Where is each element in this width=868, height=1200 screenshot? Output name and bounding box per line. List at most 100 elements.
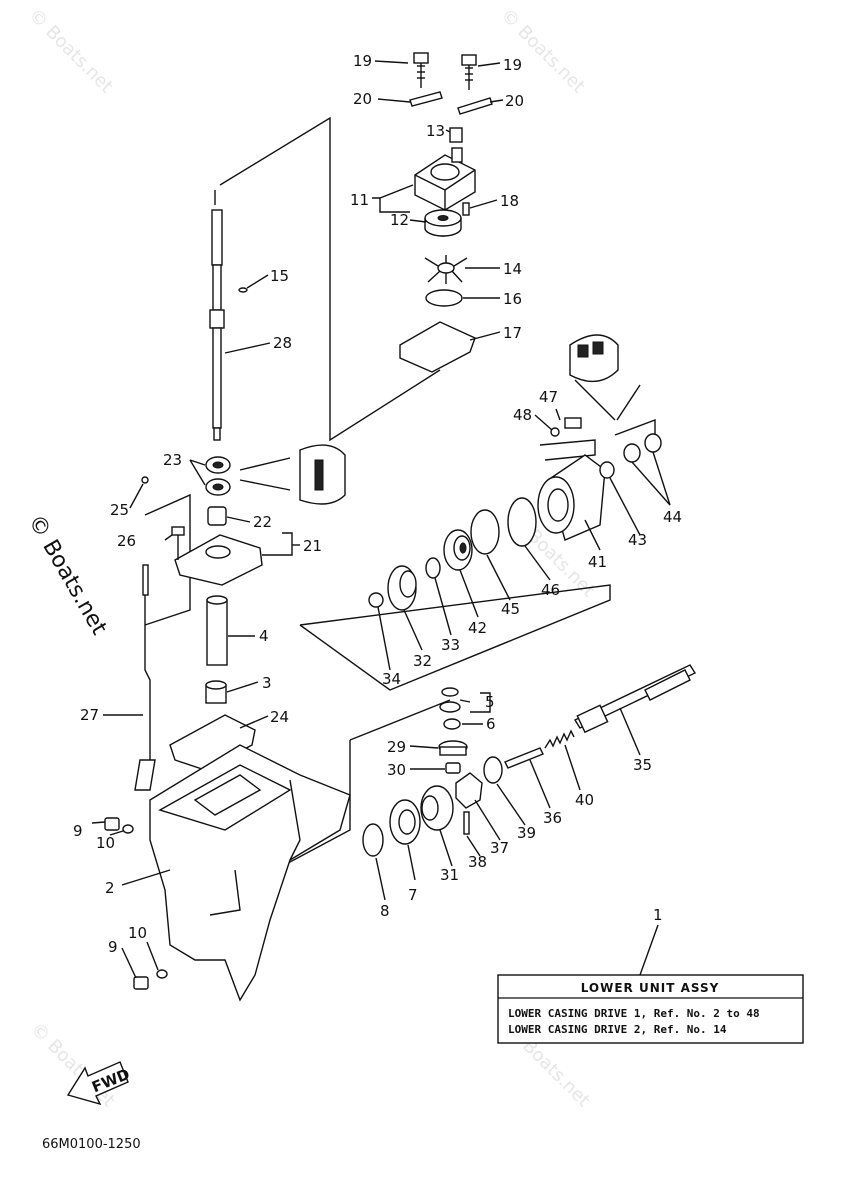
callout-39: 39 (517, 824, 536, 842)
callout-31: 31 (440, 866, 459, 884)
callout-46: 46 (541, 581, 560, 599)
callout-6: 6 (486, 715, 496, 733)
callout-35: 35 (633, 756, 652, 774)
bolt-9-lower (133, 976, 149, 990)
shift-rod-27 (134, 564, 156, 791)
bolt-19-left (413, 52, 429, 88)
callout-15: 15 (270, 267, 289, 285)
callout-9-upper: 9 (73, 822, 83, 840)
pin-38 (463, 811, 470, 835)
bolt-26 (171, 526, 185, 560)
callout-36: 36 (543, 809, 562, 827)
callout-10-upper: 10 (96, 834, 115, 852)
o-ring-45 (470, 509, 500, 555)
assembly-box-line-2: LOWER CASING DRIVE 2, Ref. No. 14 (508, 1023, 727, 1036)
pump-housing-11 (414, 147, 476, 211)
callout-44: 44 (663, 508, 682, 526)
callout-10-lower: 10 (128, 924, 147, 942)
circlip-34 (368, 592, 384, 608)
oil-seal-housing-21 (174, 534, 263, 586)
callout-13: 13 (426, 122, 445, 140)
part-25 (141, 476, 149, 484)
nut-30 (445, 762, 461, 774)
callout-labels: 1 2 3 4 5 6 7 8 9 10 9 10 11 12 13 14 15… (73, 52, 682, 956)
bolt-9-upper (104, 817, 120, 831)
bearing-detail-inset (239, 444, 346, 505)
shim-8 (362, 823, 384, 857)
washer-10-lower (156, 969, 168, 979)
assembly-box-line-1: LOWER CASING DRIVE 1, Ref. No. 2 to 48 (508, 1007, 760, 1020)
callout-9-lower: 9 (108, 938, 118, 956)
callout-22: 22 (253, 513, 272, 531)
o-ring-46 (507, 497, 537, 547)
callout-4: 4 (259, 627, 269, 645)
callout-34: 34 (382, 670, 401, 688)
bushing-3 (205, 680, 227, 704)
callout-45: 45 (501, 600, 520, 618)
callout-5: 5 (485, 693, 495, 711)
callout-20-left: 20 (353, 90, 372, 108)
ring-39 (483, 756, 503, 784)
screw-47 (564, 417, 582, 429)
washer-6 (443, 718, 461, 730)
callout-12: 12 (390, 211, 409, 229)
parts (104, 52, 697, 1002)
oil-seals-44 (623, 433, 662, 463)
assembly-box-title: LOWER UNIT ASSY (581, 981, 720, 995)
watermark-top-left: © Boats.net (24, 5, 116, 97)
spring-40 (544, 729, 575, 749)
callout-43: 43 (628, 531, 647, 549)
plate-20-right (457, 97, 493, 115)
sleeve-4 (206, 595, 228, 666)
watermark-bottom-left: © Boats.net (26, 1019, 118, 1111)
bearing-42 (443, 529, 473, 571)
callout-38: 38 (468, 853, 487, 871)
washer-48 (550, 427, 560, 437)
plate-17 (399, 321, 476, 373)
bearing-housing-41 (537, 454, 606, 541)
callout-40: 40 (575, 791, 594, 809)
callout-27: 27 (80, 706, 99, 724)
callout-16: 16 (503, 290, 522, 308)
callout-23: 23 (163, 451, 182, 469)
callout-29: 29 (387, 738, 406, 756)
drive-shaft-28 (209, 209, 225, 441)
callout-2: 2 (105, 879, 115, 897)
impeller-14 (424, 255, 468, 284)
gear-32 (387, 565, 417, 611)
callout-28: 28 (273, 334, 292, 352)
assembly-box: LOWER UNIT ASSY LOWER CASING DRIVE 1, Re… (497, 974, 804, 1044)
callout-19-right: 19 (503, 56, 522, 74)
callout-11: 11 (350, 191, 369, 209)
gear-31 (420, 785, 454, 831)
dog-clutch-37 (455, 772, 483, 809)
gasket-24 (169, 714, 256, 771)
part-13 (449, 127, 463, 143)
callout-37: 37 (490, 839, 509, 857)
callout-24: 24 (270, 708, 289, 726)
callout-30: 30 (387, 761, 406, 779)
callout-20-right: 20 (505, 92, 524, 110)
plate-20-left (409, 91, 443, 107)
pinion-29 (438, 740, 468, 756)
callout-17: 17 (503, 324, 522, 342)
callout-8: 8 (380, 902, 390, 920)
plunger-36 (504, 747, 544, 769)
callout-1: 1 (653, 906, 663, 924)
callout-32: 32 (413, 652, 432, 670)
bearing-7 (389, 799, 421, 845)
callout-47: 47 (539, 388, 558, 406)
callout-7: 7 (408, 886, 418, 904)
callout-18: 18 (500, 192, 519, 210)
oil-seal-43 (599, 461, 615, 479)
callout-21: 21 (303, 537, 322, 555)
key-15 (238, 287, 248, 293)
gasket-16 (425, 289, 463, 307)
callout-41: 41 (588, 553, 607, 571)
callout-25: 25 (110, 501, 129, 519)
lower-casing-2 (149, 744, 351, 1002)
callout-26: 26 (117, 532, 136, 550)
part-5 (439, 687, 461, 713)
callout-48: 48 (513, 406, 532, 424)
